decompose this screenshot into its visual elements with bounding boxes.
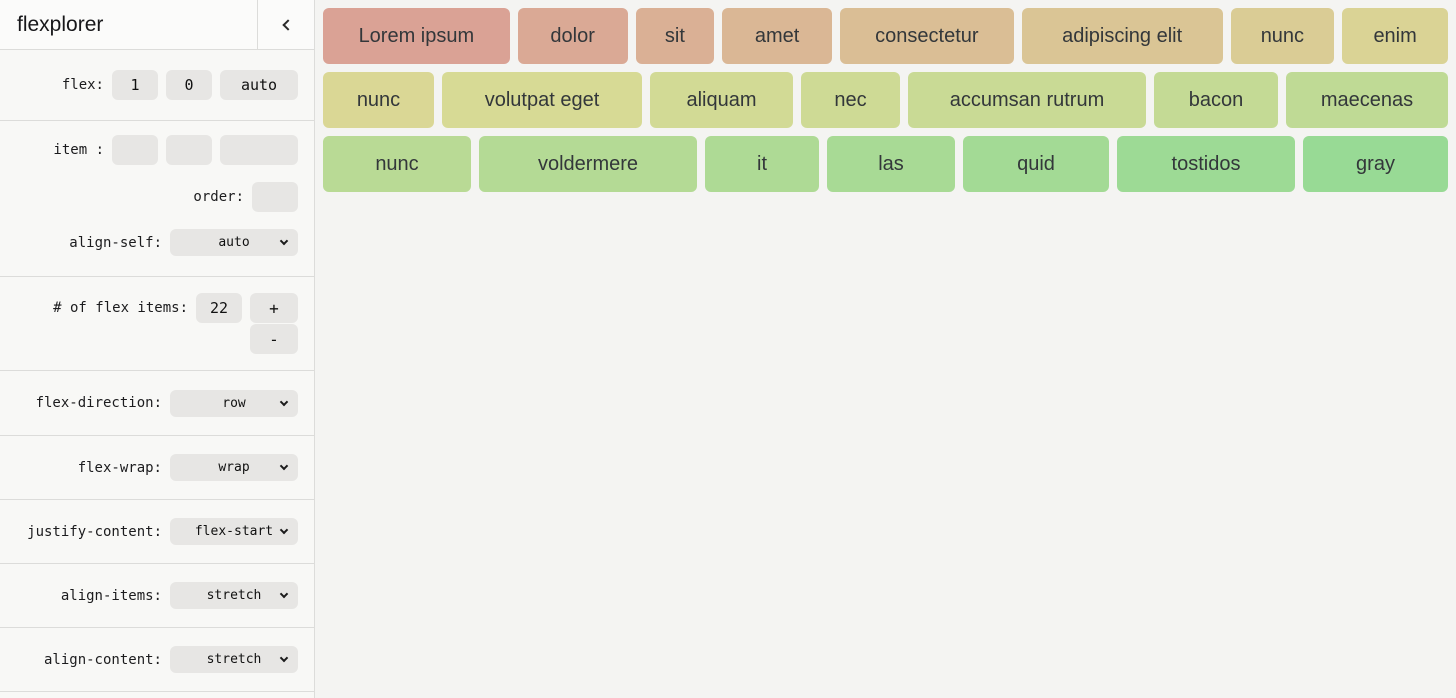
flex-item[interactable]: quid	[963, 136, 1109, 192]
flex-direction-section: flex-direction: row	[0, 371, 314, 436]
item-flex-shrink-input[interactable]	[166, 135, 212, 165]
flex-shrink-input[interactable]	[166, 70, 212, 100]
chevron-down-icon	[279, 236, 289, 246]
flex-item[interactable]: adipiscing elit	[1021, 8, 1223, 64]
chevron-down-icon	[279, 461, 289, 471]
collapse-sidebar-button[interactable]	[257, 0, 314, 49]
flex-item[interactable]: consectetur	[840, 8, 1014, 64]
align-self-label: align-self:	[69, 234, 162, 251]
flex-direction-select[interactable]: row	[170, 389, 298, 417]
flex-item[interactable]: tostidos	[1117, 136, 1295, 192]
align-self-value: auto	[218, 235, 250, 250]
flex-wrap-value: wrap	[218, 460, 250, 475]
flex-item[interactable]: las	[827, 136, 955, 192]
flex-wrap-section: flex-wrap: wrap	[0, 436, 314, 500]
justify-content-value: flex-start	[194, 524, 274, 539]
flex-item[interactable]: amet	[722, 8, 832, 64]
flex-item[interactable]: dolor	[517, 8, 628, 64]
flex-item-count-section: # of flex items: + -	[0, 277, 314, 371]
chevron-down-icon	[279, 397, 289, 406]
align-content-section: align-content: stretch	[0, 628, 314, 692]
item-flex-basis-input[interactable]	[220, 135, 298, 165]
flex-item-count-stepper: + -	[250, 293, 298, 354]
chevron-left-icon	[281, 18, 294, 31]
justify-content-section: justify-content: flex-start	[0, 500, 314, 564]
flex-wrap-select[interactable]: wrap	[170, 454, 298, 481]
justify-content-select[interactable]: flex-start	[170, 518, 298, 545]
flex-item[interactable]: bacon	[1154, 72, 1278, 128]
flex-item[interactable]: nunc	[323, 136, 471, 192]
flex-item[interactable]: Lorem ipsum	[323, 8, 510, 64]
align-content-value: stretch	[206, 652, 262, 667]
align-items-value: stretch	[206, 588, 262, 603]
add-item-button[interactable]: +	[250, 293, 298, 323]
item-label: item :	[53, 142, 104, 158]
flex-label: flex:	[61, 77, 104, 93]
align-self-select[interactable]: auto	[170, 229, 298, 256]
flex-item[interactable]: nec	[801, 72, 900, 128]
item-section: item : order: align-self: auto	[0, 121, 314, 277]
flex-item[interactable]: it	[705, 136, 819, 192]
flex-item-count-label: # of flex items:	[53, 300, 188, 316]
order-label: order:	[193, 189, 244, 205]
flex-shorthand-section: flex:	[0, 50, 314, 121]
flex-item[interactable]: nunc	[1230, 8, 1335, 64]
align-items-label: align-items:	[60, 587, 162, 604]
flex-direction-label: flex-direction:	[35, 395, 162, 411]
justify-content-label: justify-content:	[27, 523, 162, 540]
align-content-select[interactable]: stretch	[170, 646, 298, 673]
flex-item[interactable]: accumsan rutrum	[908, 72, 1146, 128]
flex-wrap-label: flex-wrap:	[77, 459, 162, 476]
align-items-select[interactable]: stretch	[170, 582, 298, 609]
remove-item-button[interactable]: -	[250, 324, 298, 354]
flex-item[interactable]: sit	[635, 8, 715, 64]
flex-item[interactable]: enim	[1342, 8, 1448, 64]
chevron-down-icon	[279, 525, 289, 535]
chevron-down-icon	[279, 589, 289, 599]
flex-item[interactable]: aliquam	[650, 72, 793, 128]
sidebar: flexplorer flex: item : order: align-sel…	[0, 0, 315, 698]
flex-item[interactable]: gray	[1303, 136, 1448, 192]
flex-item[interactable]: nunc	[323, 72, 434, 128]
flex-item[interactable]: voldermere	[479, 136, 697, 192]
flex-item[interactable]: volutpat eget	[442, 72, 642, 128]
flex-basis-input[interactable]	[220, 70, 298, 100]
sidebar-header: flexplorer	[0, 0, 314, 50]
item-flex-grow-input[interactable]	[112, 135, 158, 165]
chevron-down-icon	[279, 653, 289, 663]
order-input[interactable]	[252, 182, 298, 212]
align-items-section: align-items: stretch	[0, 564, 314, 628]
flex-direction-value: row	[222, 395, 246, 411]
align-content-label: align-content:	[43, 651, 162, 668]
flex-grow-input[interactable]	[112, 70, 158, 100]
app-title: flexplorer	[17, 12, 104, 36]
flex-item-count-input[interactable]	[196, 293, 242, 323]
flex-item[interactable]: maecenas	[1286, 72, 1448, 128]
